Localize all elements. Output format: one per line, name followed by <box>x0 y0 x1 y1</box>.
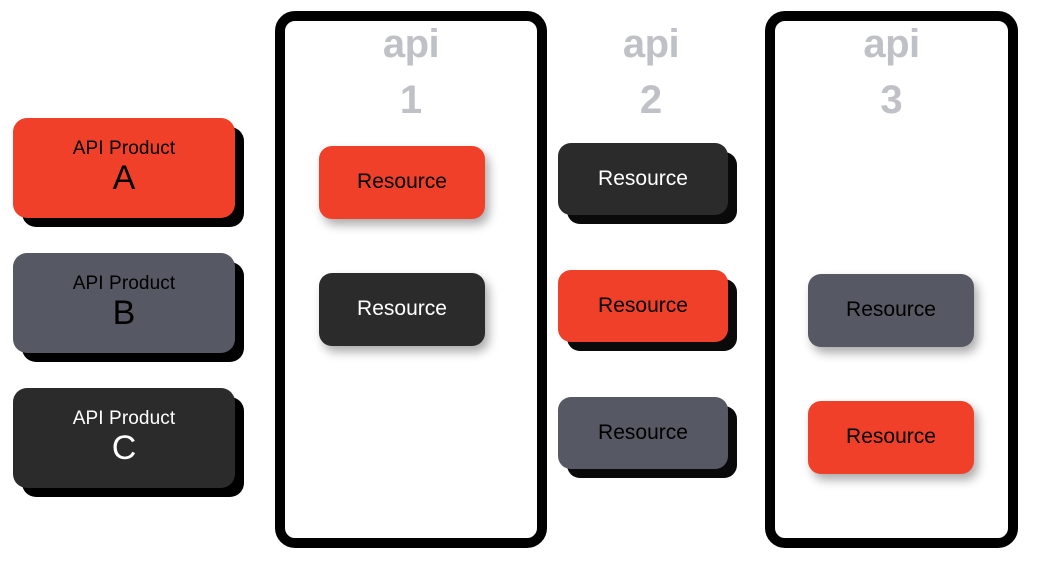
api-product-card-a[interactable]: API Product A <box>13 118 235 218</box>
api-column-header-3: api 3 <box>765 24 1018 120</box>
api-word-label: api <box>622 22 680 66</box>
api-product-letter: A <box>112 159 136 198</box>
resource-box[interactable]: Resource <box>319 273 485 346</box>
api-product-title: API Product <box>72 137 176 159</box>
api-product-card-b[interactable]: API Product B <box>13 253 235 353</box>
api-product-title: API Product <box>72 272 176 294</box>
api-number-label: 3 <box>880 78 903 122</box>
api-product-letter: B <box>112 294 136 333</box>
resource-box[interactable]: Resource <box>558 143 728 215</box>
resource-label: Resource <box>357 297 447 321</box>
api-column-header-1: api 1 <box>275 24 547 120</box>
resource-box[interactable]: Resource <box>808 274 974 347</box>
resource-label: Resource <box>357 170 447 194</box>
api-number-label: 2 <box>639 78 663 122</box>
resource-label: Resource <box>846 425 936 449</box>
api-product-card-c[interactable]: API Product C <box>13 388 235 488</box>
resource-label: Resource <box>846 298 936 322</box>
resource-label: Resource <box>598 293 688 317</box>
resource-label: Resource <box>598 166 688 190</box>
resource-box[interactable]: Resource <box>558 397 728 469</box>
api-product-title: API Product <box>72 407 176 429</box>
api-column-header-2: api 2 <box>556 24 746 120</box>
api-product-letter: C <box>111 429 137 468</box>
resource-box[interactable]: Resource <box>319 146 485 219</box>
api-number-label: 1 <box>399 78 423 122</box>
resource-box[interactable]: Resource <box>808 401 974 474</box>
api-word-label: api <box>382 22 440 66</box>
resource-label: Resource <box>598 420 688 444</box>
resource-box[interactable]: Resource <box>558 270 728 342</box>
api-word-label: api <box>863 22 920 66</box>
